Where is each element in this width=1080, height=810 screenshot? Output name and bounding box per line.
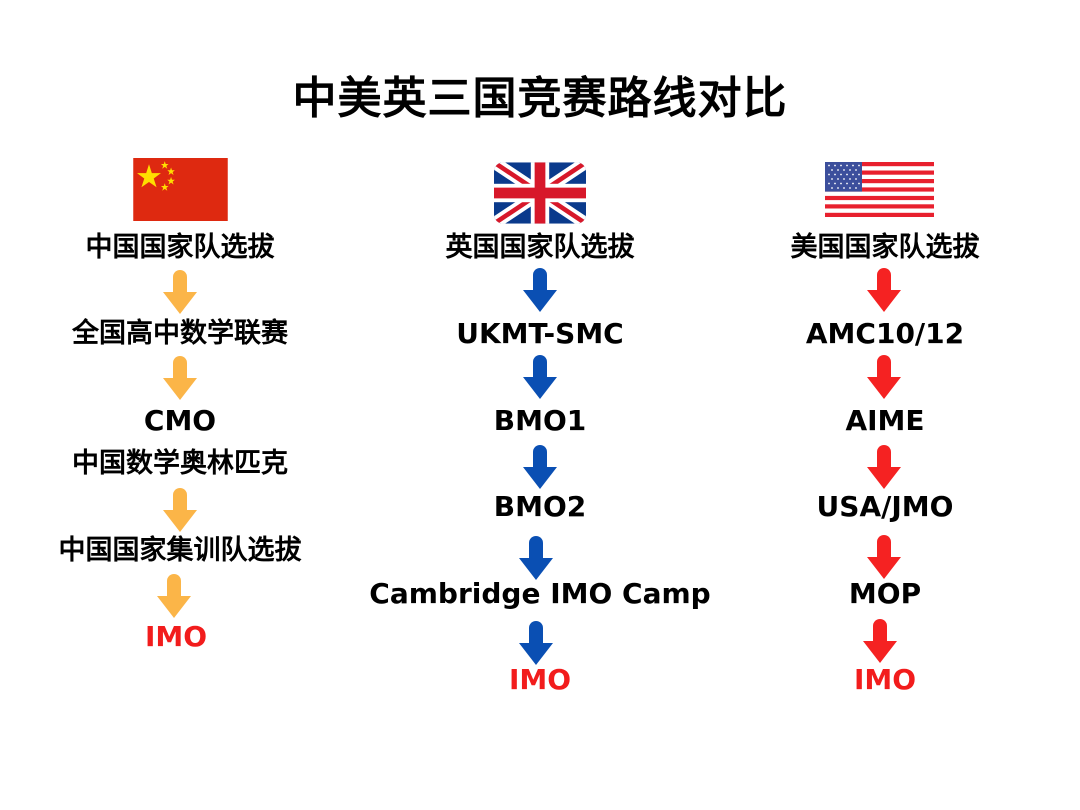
uk-step-national-team: 英国国家队选拔 — [445, 232, 635, 263]
arrow-down-icon — [863, 619, 897, 663]
cn-step-training-team: 中国国家集训队选拔 — [58, 535, 302, 566]
us-step-amc: AMC10/12 — [805, 317, 965, 350]
arrow-down-icon — [157, 574, 191, 618]
us-step-imo: IMO — [853, 663, 917, 696]
arrow-down-icon — [519, 621, 553, 665]
us-step-national-team: 美国国家队选拔 — [790, 232, 980, 263]
uk-step-imo: IMO — [508, 663, 572, 696]
arrow-down-icon — [163, 270, 197, 314]
uk-flag-icon — [494, 162, 586, 224]
uk-step-bmo1: BMO1 — [493, 404, 587, 437]
us-step-mop: MOP — [848, 577, 922, 610]
uk-column: 英国国家队选拔 UKMT-SMC BMO1 BMO2 Cambridge IMO… — [360, 0, 720, 810]
arrow-down-icon — [867, 535, 901, 579]
uk-step-ukmt-smc: UKMT-SMC — [456, 317, 624, 350]
cn-step-imo: IMO — [144, 620, 208, 653]
arrow-down-icon — [519, 536, 553, 580]
page-title: 中美英三国竞赛路线对比 — [292, 73, 788, 124]
cn-step-cmo-full: 中国数学奥林匹克 — [72, 448, 288, 479]
us-step-usajmo: USA/JMO — [816, 490, 954, 523]
us-step-aime: AIME — [845, 404, 925, 437]
uk-step-cambridge-camp: Cambridge IMO Camp — [369, 577, 711, 610]
arrow-down-icon — [867, 355, 901, 399]
us-flag-icon — [825, 162, 934, 217]
arrow-down-icon — [523, 355, 557, 399]
arrow-down-icon — [867, 445, 901, 489]
arrow-down-icon — [867, 268, 901, 312]
arrow-down-icon — [163, 488, 197, 532]
arrow-down-icon — [163, 356, 197, 400]
us-column: 美国国家队选拔 AMC10/12 AIME USA/JMO MOP IMO — [705, 0, 1065, 810]
china-flag-icon — [133, 158, 228, 221]
cn-step-league: 全国高中数学联赛 — [72, 318, 288, 349]
china-column: 中国国家队选拔 全国高中数学联赛 CMO 中国数学奥林匹克 中国国家集训队选拔 … — [0, 0, 360, 810]
arrow-down-icon — [523, 268, 557, 312]
arrow-down-icon — [523, 445, 557, 489]
cn-step-national-team: 中国国家队选拔 — [85, 232, 275, 263]
uk-step-bmo2: BMO2 — [493, 490, 587, 523]
cn-step-cmo: CMO — [143, 404, 217, 437]
